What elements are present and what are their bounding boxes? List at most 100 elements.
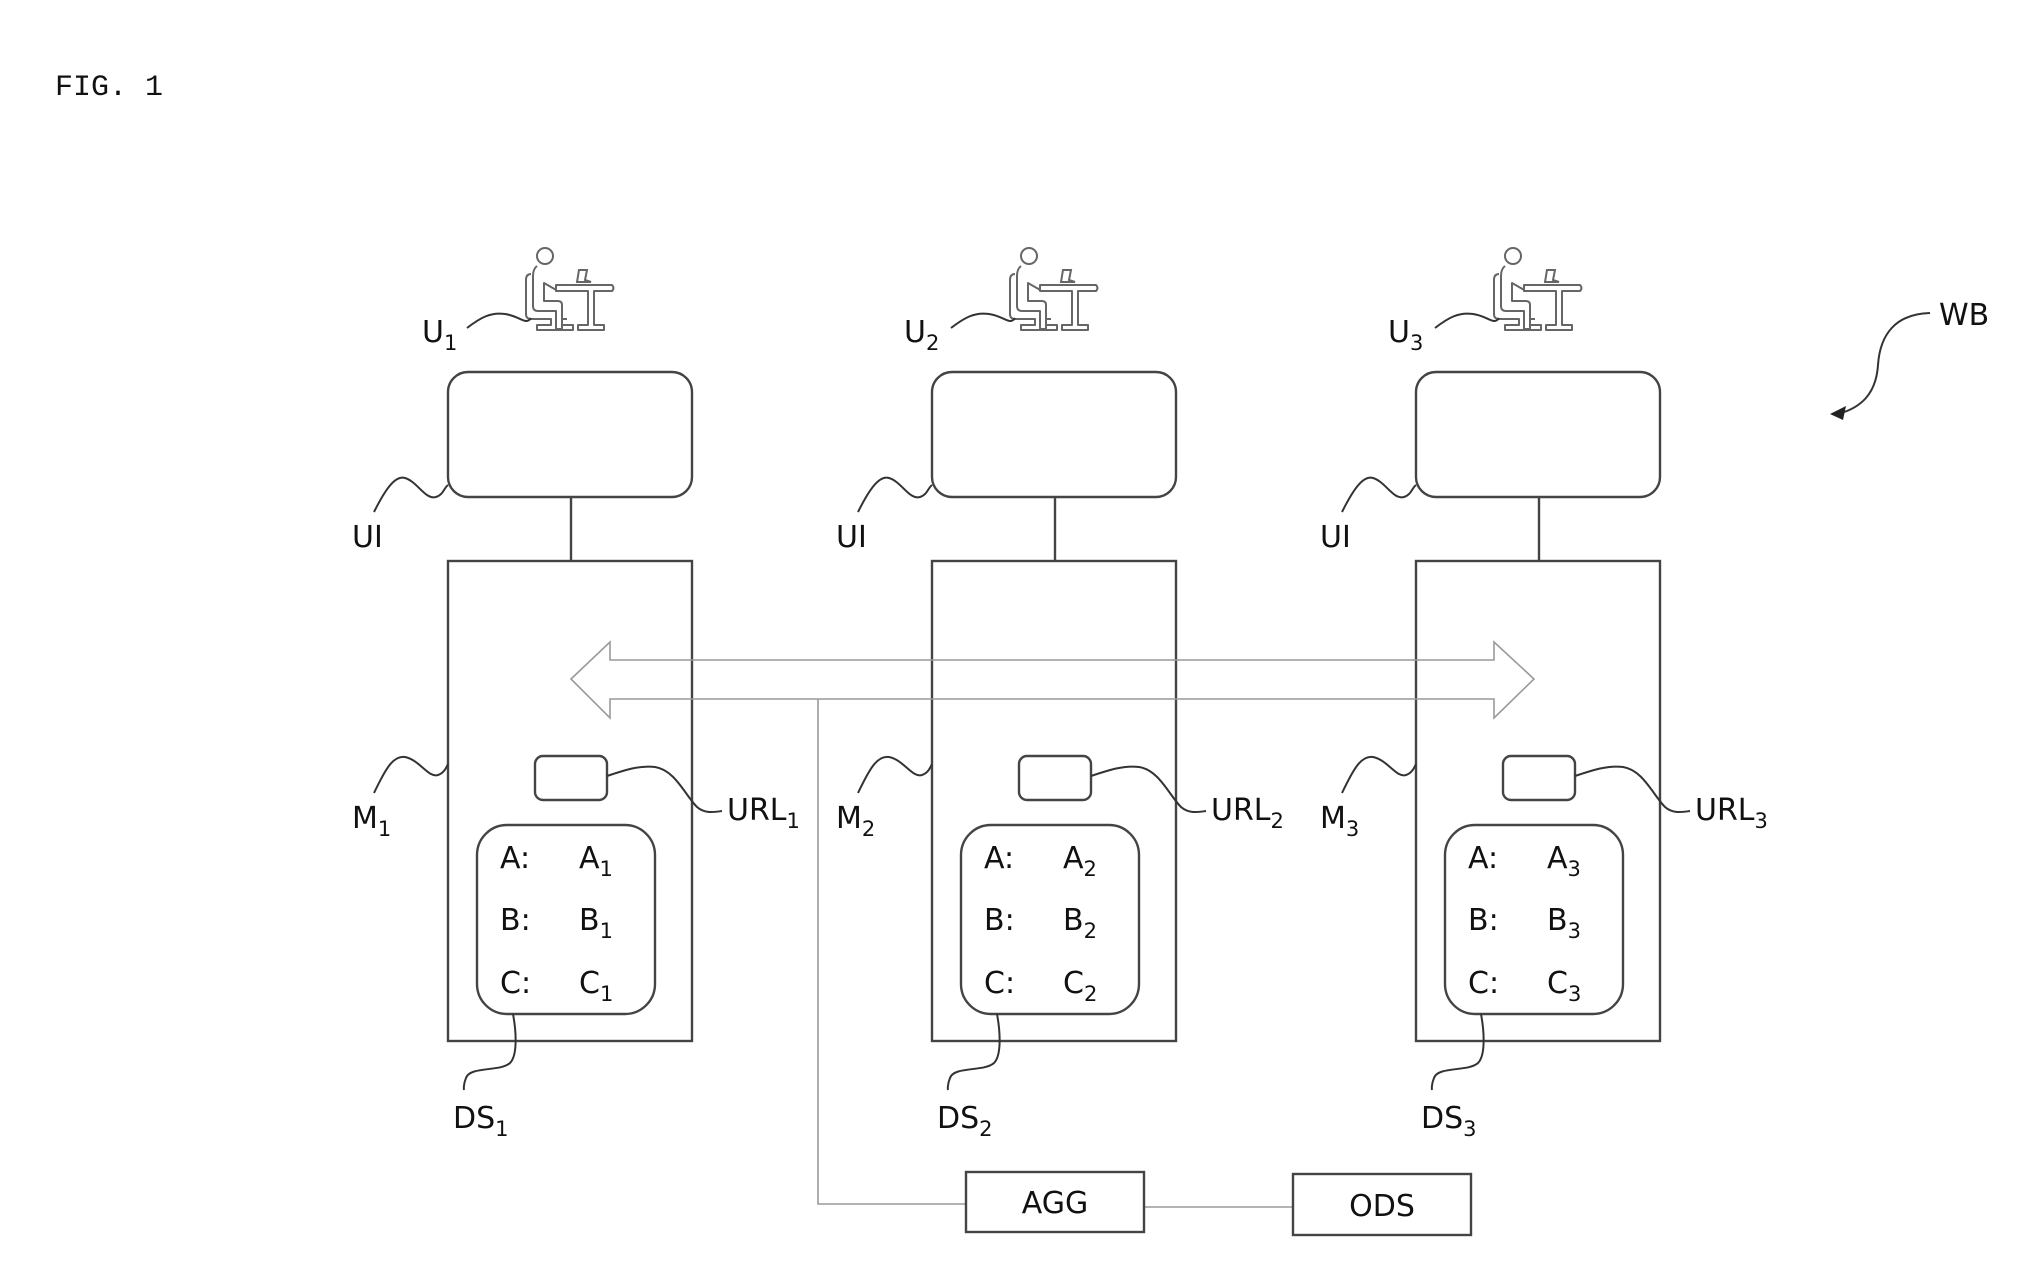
user-label: U3: [1388, 315, 1423, 355]
datastore-value-subscript: 2: [1084, 919, 1097, 943]
datastore-row: A: A3: [1468, 841, 1581, 881]
machine-label-base: M: [1320, 801, 1346, 836]
user-label-base: U: [1388, 315, 1410, 350]
output-datastore-label: ODS: [1349, 1189, 1415, 1224]
url-box: [1017, 754, 1093, 802]
datastore-row: C: C3: [1468, 966, 1581, 1006]
url-label-base: URL: [727, 793, 787, 828]
ui-label: UI: [836, 520, 867, 555]
datastore-key: A:: [1468, 841, 1498, 876]
user-label-subscript: 2: [926, 331, 939, 355]
datastore-value: C1: [579, 966, 613, 1006]
datastore-key: B:: [500, 903, 531, 938]
datastore-key: C:: [984, 966, 1015, 1001]
datastore-row: B: B3: [1468, 903, 1581, 943]
figure-title: FIG. 1: [55, 71, 163, 105]
datastore-value-base: A: [1063, 841, 1084, 876]
ui-leader-line: [1341, 476, 1417, 513]
user-leader-line: [466, 312, 532, 329]
ui-leader-line: [373, 476, 449, 513]
user-label-base: U: [422, 315, 444, 350]
ui-leader-line: [857, 476, 933, 513]
datastore-value: B2: [1063, 903, 1097, 943]
machine-label: M1: [352, 801, 391, 841]
machine-label-subscript: 3: [1346, 817, 1359, 841]
datastore-value-base: C: [1063, 966, 1084, 1001]
url-label-subscript: 3: [1755, 809, 1768, 833]
machine-leader-line: [373, 755, 449, 794]
datastore-value-base: C: [1547, 966, 1568, 1001]
datastore-value-base: A: [1547, 841, 1568, 876]
datastore-value-subscript: 1: [600, 857, 613, 881]
machine-label: M2: [836, 801, 875, 841]
datastore-value-base: B: [1063, 903, 1084, 938]
url-leader-line: [606, 765, 723, 814]
url-leader-line: [1574, 765, 1691, 814]
datastore-key: C:: [1468, 966, 1499, 1001]
user-leader-line: [950, 312, 1016, 329]
datastore-leader-line: [1430, 1013, 1485, 1091]
datastore-label: DS1: [453, 1101, 509, 1141]
url-label: URL2: [1211, 793, 1284, 833]
datastore-box: [959, 823, 1141, 1016]
datastore-value-subscript: 2: [1084, 857, 1097, 881]
machine-columns: U1UIM1URL1A:A1B:B1C:C1DS1U2UIM2URL2A:A2B…: [352, 247, 1768, 1141]
datastore-key: B:: [1468, 903, 1499, 938]
datastore-label: DS2: [937, 1101, 993, 1141]
user-label: U2: [904, 315, 939, 355]
datastore-value: A3: [1547, 841, 1581, 881]
system-label: WB: [1939, 298, 1989, 333]
url-label-subscript: 1: [787, 809, 800, 833]
datastore-value-base: A: [579, 841, 600, 876]
user-label-subscript: 1: [444, 331, 457, 355]
datastore-box: [1443, 823, 1625, 1016]
datastore-key: A:: [984, 841, 1014, 876]
arrowhead-icon: [1830, 406, 1846, 420]
user-interface-box: [930, 370, 1178, 499]
datastore-value-base: B: [1547, 903, 1568, 938]
user-at-desk-icon: [1493, 247, 1583, 331]
machine-label-base: M: [352, 801, 378, 836]
datastore-label-subscript: 2: [979, 1117, 992, 1141]
url-label-base: URL: [1211, 793, 1271, 828]
user-label: U1: [422, 315, 457, 355]
datastore-row: A:A1: [500, 841, 613, 881]
user-interface-box: [446, 370, 694, 499]
datastore-label-subscript: 3: [1463, 1117, 1476, 1141]
bus-to-aggregator-line: [817, 699, 966, 1205]
aggregator-label: AGG: [1022, 1186, 1089, 1221]
datastore-value-base: C: [579, 966, 600, 1001]
url-label: URL3: [1695, 793, 1768, 833]
datastore-row: C: C1: [500, 966, 613, 1006]
datastore-value: A2: [1063, 841, 1097, 881]
datastore-value-subscript: 3: [1568, 982, 1581, 1006]
ui-label: UI: [352, 520, 383, 555]
datastore-key: C:: [500, 966, 531, 1001]
datastore-label-subscript: 1: [495, 1117, 508, 1141]
datastore-label-base: DS: [453, 1101, 495, 1136]
user-interface-box: [1414, 370, 1662, 499]
machine-label-subscript: 1: [378, 817, 391, 841]
aggregator-box: AGG: [964, 1170, 1146, 1234]
datastore-row: C: C2: [984, 966, 1097, 1006]
datastore-label-base: DS: [937, 1101, 979, 1136]
datastore-leader-line: [946, 1013, 1001, 1091]
user-label-base: U: [904, 315, 926, 350]
url-label-subscript: 2: [1271, 809, 1284, 833]
datastore-leader-line: [462, 1013, 517, 1091]
url-box: [533, 754, 609, 802]
machine-label-subscript: 2: [862, 817, 875, 841]
url-label: URL1: [727, 793, 800, 833]
ui-label: UI: [1320, 520, 1351, 555]
system-pointer-arrow-icon: [1837, 312, 1931, 415]
datastore-value-base: B: [579, 903, 600, 938]
datastore-box: [475, 823, 657, 1016]
datastore-value: A1: [579, 841, 613, 881]
datastore-value: B3: [1547, 903, 1581, 943]
datastore-value-subscript: 1: [600, 982, 613, 1006]
datastore-value: C2: [1063, 966, 1097, 1006]
